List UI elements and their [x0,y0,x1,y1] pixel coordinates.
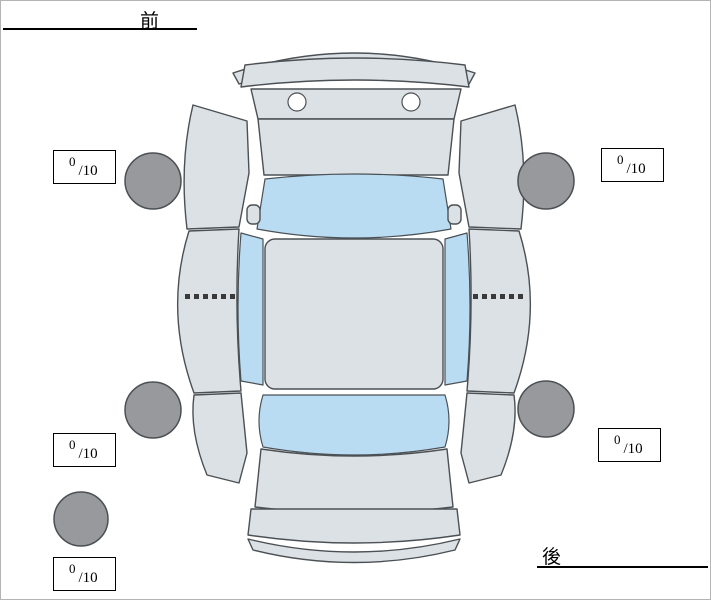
hood [257,118,455,176]
car-body-center [232,52,476,564]
front-label: 前 [140,11,161,32]
tire-spare [53,491,109,547]
rear-window [258,394,450,456]
score-value: 0 [614,432,621,447]
score-box-rear-right: 0 /10 [598,428,661,462]
left-rear-quarter [192,392,248,484]
roof [264,238,444,390]
score-box-spare: 0 /10 [53,557,116,591]
score-box-front-left: 0 /10 [53,150,116,184]
score-max: /10 [78,446,98,462]
front-underline [3,28,197,30]
front-left-sensor-circle [287,92,307,112]
tire-rear-left [124,381,182,439]
car-right-side [444,104,532,484]
score-max: /10 [78,570,98,586]
left-side-window [237,232,264,386]
front-bumper [240,57,470,88]
right-rear-quarter [460,392,516,484]
left-front-fender [183,104,250,230]
trunk [254,448,454,514]
front-panel [250,88,462,120]
score-value: 0 [69,561,76,576]
right-side-window [444,232,471,386]
score-box-front-right: 0 /10 [601,148,664,182]
score-max: /10 [623,441,643,457]
windshield [256,173,452,239]
rear-label: 後 [542,547,563,568]
left-door-panel [176,228,242,394]
right-front-fender [458,104,525,230]
score-max: /10 [626,161,646,177]
car-left-side [176,104,264,484]
right-door-panel [466,228,532,394]
rear-bumper [247,508,461,544]
right-sill-dots [473,294,523,299]
left-sill-dots [185,294,235,299]
score-value: 0 [69,437,76,452]
rear-underline [537,566,708,568]
score-max: /10 [78,163,98,179]
front-right-sensor-circle [401,92,421,112]
score-box-rear-left: 0 /10 [53,433,116,467]
tire-front-left [124,152,182,210]
left-mirror [246,204,261,225]
rear-bottom-arc [247,538,461,564]
tire-front-right [517,152,575,210]
tire-rear-right [517,380,575,438]
score-value: 0 [69,154,76,169]
score-value: 0 [617,152,624,167]
right-mirror [447,204,462,225]
